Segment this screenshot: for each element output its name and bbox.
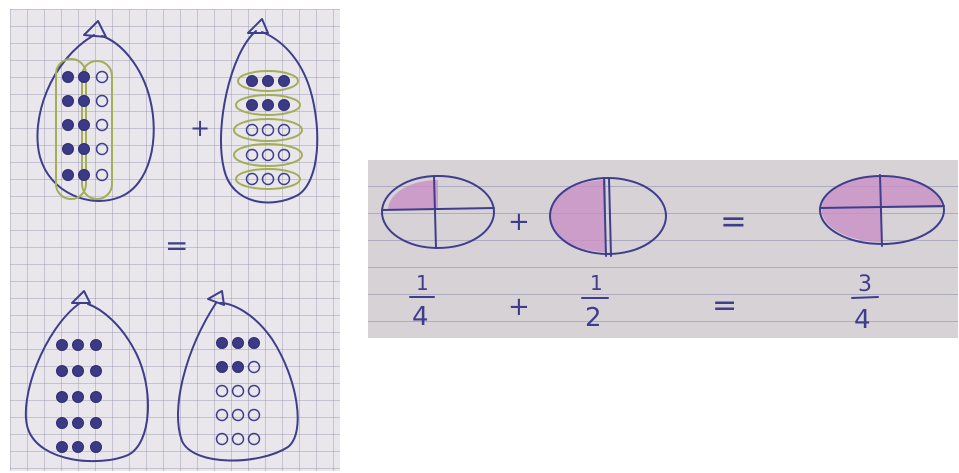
bag-c-filled-marble	[72, 417, 84, 429]
bag-b-filled-marble	[246, 75, 258, 87]
bag-b-filled-marble	[262, 75, 274, 87]
bag-c-filled-marble	[90, 417, 102, 429]
bag-d-empty-marble	[247, 432, 261, 446]
bag-c-filled-marble	[56, 417, 68, 429]
result-numerator: 3	[858, 272, 872, 297]
equals-sign-3: =	[712, 288, 737, 323]
bag-d-filled-marble	[248, 337, 260, 349]
bag-b-filled-marble	[262, 99, 274, 111]
bag-a-filled-marble	[78, 95, 90, 107]
marble-bags-drawing: + =	[24, 18, 319, 463]
fraction-three-quarters: 3 4	[851, 272, 879, 335]
bag-c-filled-marble	[90, 365, 102, 377]
bag-b-filled-marble	[246, 99, 258, 111]
bag-c-filled-marble	[90, 441, 102, 453]
fraction-2-numerator: 1	[590, 271, 603, 295]
circle-one-quarter	[381, 175, 495, 249]
bag-d-empty-marble	[215, 384, 229, 398]
fraction-1-denominator: 4	[412, 302, 429, 332]
bag-d-filled-marble	[216, 361, 228, 373]
fraction-one-half: 1 2	[581, 271, 609, 333]
bag-b	[220, 18, 319, 204]
bag-c-filled-marble	[56, 441, 68, 453]
bag-b-filled-marble	[278, 99, 290, 111]
bag-d-filled-marble	[232, 337, 244, 349]
bag-b-empty-marble	[261, 148, 275, 162]
circle-one-half	[549, 177, 667, 257]
bag-d-empty-marble	[231, 384, 245, 398]
bag-c-filled-marble	[90, 391, 102, 403]
bag-c-filled-marble	[90, 339, 102, 351]
result-denominator: 4	[854, 305, 871, 335]
bag-d-filled-marble	[232, 361, 244, 373]
bag-d-empty-marble	[247, 360, 261, 374]
bag-a-filled-marble	[78, 119, 90, 131]
bag-b-empty-marble	[277, 148, 291, 162]
bag-d-empty-marble	[215, 408, 229, 422]
fraction-one-quarter: 1 4	[409, 271, 435, 332]
bag-a-filled-marble	[78, 71, 90, 83]
fraction-2-denominator: 2	[585, 303, 602, 333]
bag-a-filled-marble	[62, 95, 74, 107]
fraction-drawing: + = 1 4 + 1 2 =	[381, 174, 945, 335]
bag-a-filled-marble	[78, 143, 90, 155]
bag-c-filled-marble	[72, 391, 84, 403]
bag-c-filled-marble	[72, 365, 84, 377]
bag-a-filled-marble	[62, 119, 74, 131]
bag-b-filled-marble	[278, 75, 290, 87]
bag-a-filled-marble	[78, 169, 90, 181]
bag-b-empty-marble	[245, 148, 259, 162]
bag-b-empty-marble	[277, 123, 291, 137]
equals-sign-2: =	[720, 202, 747, 240]
bag-c-filled-marble	[56, 365, 68, 377]
bag-c-filled-marble	[56, 391, 68, 403]
plus-sign-2: +	[508, 207, 530, 237]
bag-b-empty-marble	[245, 123, 259, 137]
bag-d-empty-marble	[247, 384, 261, 398]
bag-a-empty-marble	[95, 168, 109, 182]
bag-b-empty-marble	[245, 172, 259, 186]
bag-d-filled-marble	[216, 337, 228, 349]
bag-d-empty-marble	[247, 408, 261, 422]
bag-a-empty-marble	[95, 142, 109, 156]
bag-a-filled-marble	[62, 71, 74, 83]
bag-b-empty-marble	[261, 123, 275, 137]
fraction-1-numerator: 1	[416, 271, 429, 295]
bag-a-filled-marble	[62, 169, 74, 181]
lined-paper-photo: + = 1 4 + 1 2 =	[368, 160, 958, 338]
bag-d-empty-marble	[215, 432, 229, 446]
equals-sign-1: =	[165, 229, 188, 262]
bag-a	[36, 20, 155, 202]
bag-b-empty-marble	[277, 172, 291, 186]
circle-three-quarters	[819, 174, 945, 247]
grid-paper-photo: + =	[10, 9, 340, 471]
bag-c-filled-marble	[72, 339, 84, 351]
bag-c	[24, 290, 149, 463]
bag-b-empty-marble	[261, 172, 275, 186]
bag-c-filled-marble	[56, 339, 68, 351]
bag-a-filled-marble	[62, 143, 74, 155]
bag-a-empty-marble	[95, 94, 109, 108]
bag-a-empty-marble	[95, 118, 109, 132]
bag-d-empty-marble	[231, 432, 245, 446]
plus-sign-3: +	[508, 292, 530, 322]
plus-sign-1: +	[190, 114, 210, 142]
bag-d	[176, 290, 299, 462]
bag-c-filled-marble	[72, 441, 84, 453]
bag-a-empty-marble	[95, 70, 109, 84]
bag-d-empty-marble	[231, 408, 245, 422]
